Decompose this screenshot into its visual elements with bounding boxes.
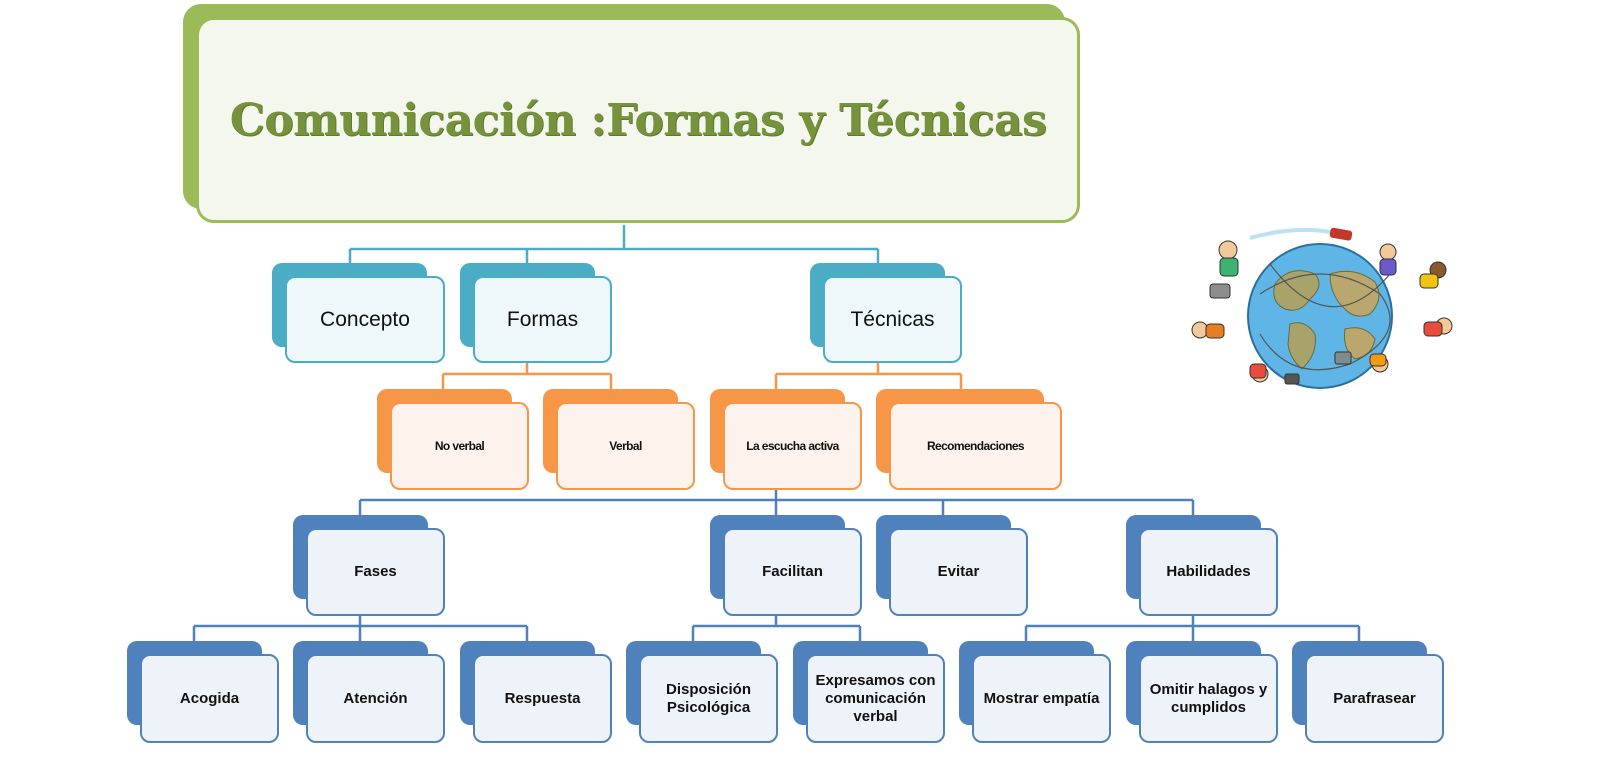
node-label: Acogida xyxy=(179,689,240,707)
node-label: Parafrasear xyxy=(1333,689,1416,707)
node-fases: Fases xyxy=(293,515,445,616)
node-disposicion: Disposición Psicológica xyxy=(626,641,778,743)
node-evitar: Evitar xyxy=(876,515,1028,616)
node-label: No verbal xyxy=(434,439,485,453)
node-label: Formas xyxy=(506,307,579,331)
node-label: Habilidades xyxy=(1166,563,1251,580)
node-acogida: Acogida xyxy=(127,641,279,743)
diagram-title: Comunicación :Formas y Técnicas xyxy=(229,94,1047,146)
node-no-verbal: No verbal xyxy=(377,389,529,490)
node-atencion: Atención xyxy=(293,641,445,743)
node-habilidades: Habilidades xyxy=(1126,515,1278,616)
node-label: Respuesta xyxy=(504,689,581,707)
node-facilitan: Facilitan xyxy=(710,515,862,616)
node-label: Verbal xyxy=(609,439,642,453)
node-omitir-halagos: Omitir halagos y cumplidos xyxy=(1126,641,1278,743)
node-label: Omitir halagos y cumplidos xyxy=(1149,680,1268,716)
node-label: Técnicas xyxy=(850,307,935,331)
title-banner: Comunicación :Formas y Técnicas xyxy=(196,17,1080,223)
node-label: Fases xyxy=(354,563,397,580)
node-formas: Formas xyxy=(460,263,612,363)
node-recomendaciones: Recomendaciones xyxy=(876,389,1062,490)
connector-fases-level4 xyxy=(192,615,529,641)
node-label: Evitar xyxy=(937,563,980,580)
node-respuesta: Respuesta xyxy=(460,641,612,743)
node-expresamos: Expresamos con comunicación verbal xyxy=(793,641,945,743)
connector-facilitan-level4 xyxy=(691,615,862,641)
node-label: Expresamos con comunicación verbal xyxy=(815,671,936,725)
node-label: Concepto xyxy=(320,307,410,331)
connector-tecnicas-level2 xyxy=(774,362,963,389)
node-tecnicas: Técnicas xyxy=(810,263,962,363)
node-label: Atención xyxy=(343,689,408,707)
globe-with-children-icon xyxy=(1191,227,1453,389)
node-label: Disposición Psicológica xyxy=(665,680,751,716)
node-parafrasear: Parafrasear xyxy=(1292,641,1444,743)
connector-formas-level2 xyxy=(441,362,613,389)
connector-escucha-level3 xyxy=(358,489,1195,515)
node-label: Mostrar empatía xyxy=(983,689,1100,707)
connector-title-level1 xyxy=(348,225,880,263)
node-escucha-activa: La escucha activa xyxy=(710,389,862,490)
node-label: Recomendaciones xyxy=(926,439,1025,453)
node-mostrar-empatia: Mostrar empatía xyxy=(959,641,1111,743)
node-label: Facilitan xyxy=(762,563,823,580)
connector-habilidades-level4 xyxy=(1024,615,1361,641)
node-concepto: Concepto xyxy=(272,263,445,363)
node-label: La escucha activa xyxy=(746,439,839,453)
node-verbal: Verbal xyxy=(543,389,695,490)
